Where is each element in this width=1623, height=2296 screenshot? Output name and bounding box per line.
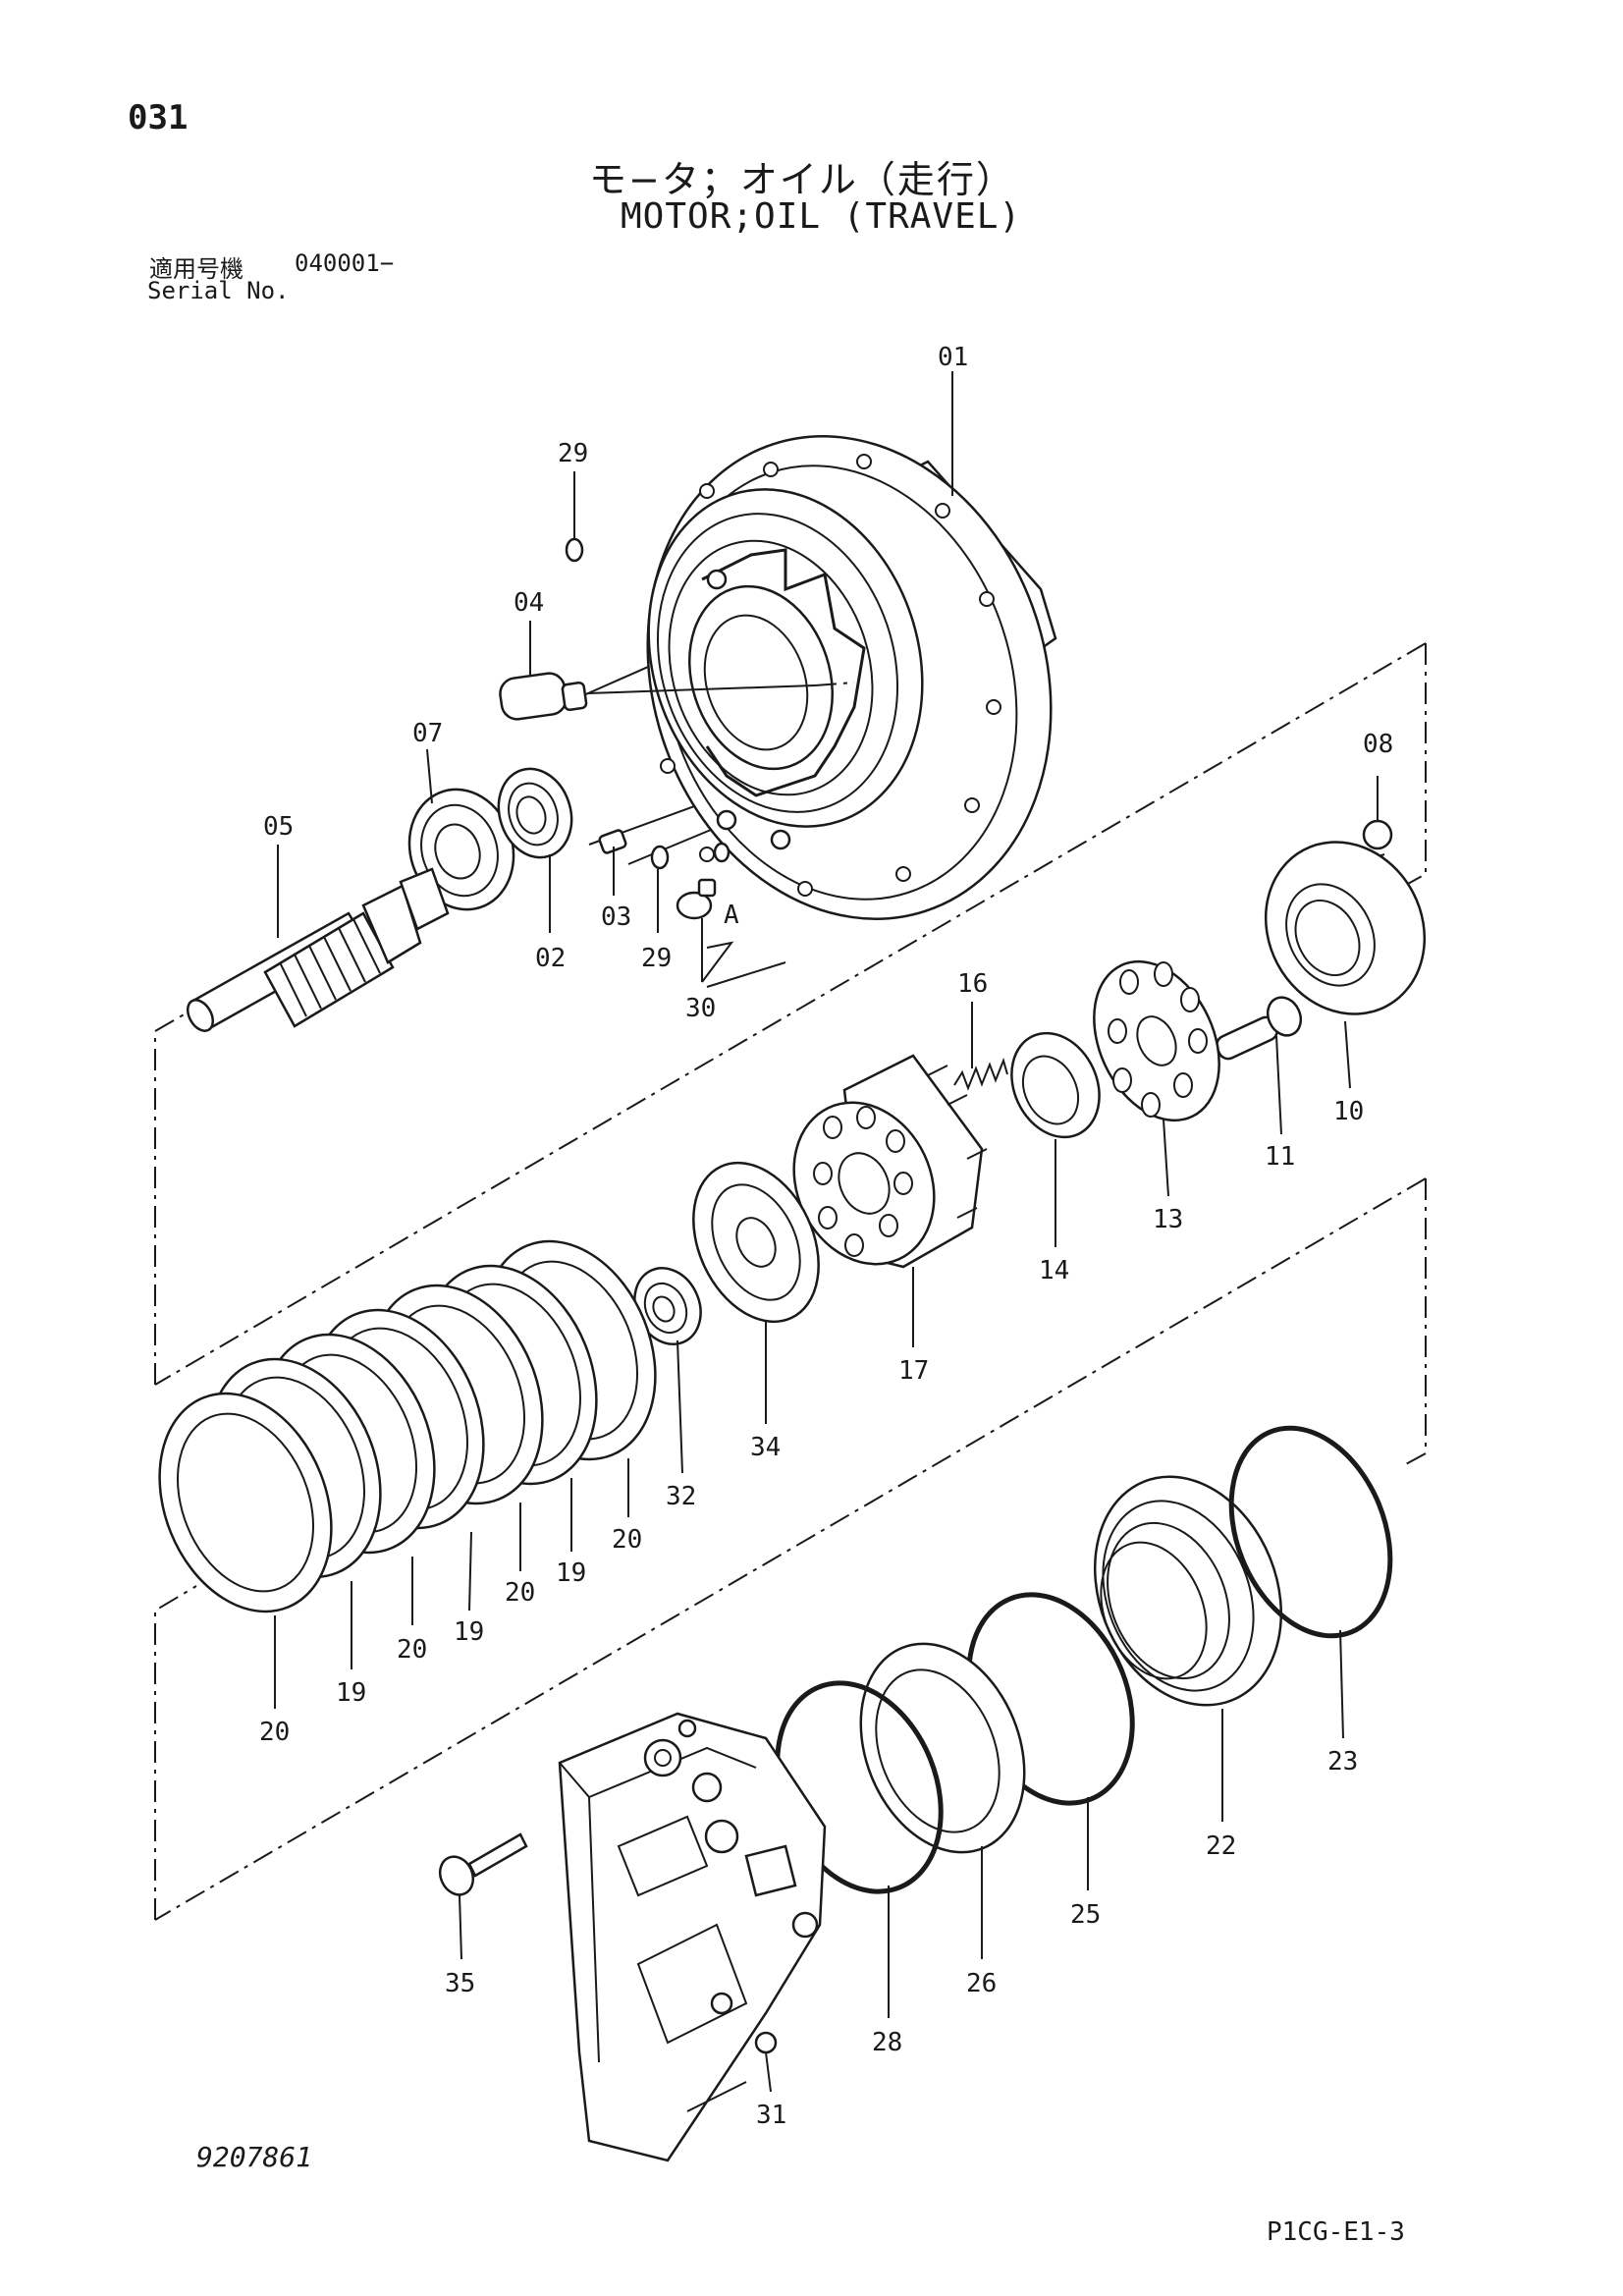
callout-22: 22 [1206, 1831, 1236, 1861]
callout-08: 08 [1363, 730, 1393, 759]
part-03-plug [598, 829, 627, 854]
document-number: 9207861 [196, 2141, 313, 2173]
part-04-pin [499, 672, 855, 721]
part-14-collar [1010, 1031, 1101, 1139]
callout-34: 34 [750, 1433, 781, 1462]
callout-32: 32 [666, 1482, 696, 1511]
callout-20-c: 20 [397, 1635, 427, 1665]
title-english: MOTOR;OIL (TRAVEL) [621, 196, 1022, 237]
part-26-plate [859, 1642, 1026, 1854]
callout-19-b: 19 [454, 1617, 484, 1647]
callout-10: 10 [1333, 1097, 1364, 1126]
callout-16: 16 [957, 969, 988, 999]
assembly-frame-lower [154, 1177, 1427, 1921]
page-number: 031 [128, 98, 189, 137]
callout-17: 17 [898, 1356, 929, 1386]
callout-23: 23 [1327, 1747, 1358, 1777]
callout-11: 11 [1265, 1142, 1295, 1172]
part-02-oil-seal [497, 767, 573, 859]
callout-marker-a: A [724, 901, 739, 930]
callout-35: 35 [445, 1969, 475, 1998]
callout-20-d: 20 [259, 1718, 290, 1747]
callout-20-b: 20 [505, 1578, 535, 1608]
part-08-ball [1362, 819, 1393, 850]
callout-20-a: 20 [612, 1525, 642, 1555]
callout-26: 26 [966, 1969, 997, 1998]
callout-19-c: 19 [336, 1678, 366, 1708]
part-17-cylinder-block [792, 1054, 988, 1269]
part-11-piston [1215, 996, 1303, 1061]
serial-label-japanese: 適用号機 [149, 255, 243, 283]
callout-02: 02 [535, 944, 566, 973]
part-16-spring [953, 1057, 1008, 1091]
part-35-bolt [438, 1832, 528, 1896]
part-20-plate-4 [158, 1392, 333, 1613]
callout-03: 03 [601, 902, 631, 932]
callout-13: 13 [1153, 1205, 1183, 1234]
callout-29-lower: 29 [641, 944, 672, 973]
callout-31: 31 [756, 2101, 786, 2130]
callout-29-upper: 29 [558, 439, 588, 468]
document-code: P1CG-E1-3 [1267, 2217, 1405, 2247]
part-34-valve-plate [692, 1161, 820, 1324]
part-10-swash-plate [1264, 841, 1427, 1015]
part-29-o-ring-upper [565, 537, 584, 563]
part-29-o-ring-lower [650, 845, 670, 870]
callout-14: 14 [1039, 1256, 1069, 1285]
callout-19-a: 19 [556, 1558, 586, 1588]
callout-labels: 01 29 04 07 08 05 03 A 29 02 30 16 10 11… [259, 343, 1393, 2130]
callout-28: 28 [872, 2028, 902, 2057]
part-05-drive-shaft [186, 867, 450, 1032]
callout-07: 07 [412, 719, 443, 748]
part-22-brake-piston [1093, 1475, 1283, 1707]
part-13-retainer-plate [1093, 959, 1220, 1122]
serial-number-value: 040001− [295, 249, 395, 277]
callout-01: 01 [938, 343, 968, 372]
title-japanese: モ−タ；オイル（走行） [589, 158, 1015, 201]
callout-30: 30 [685, 994, 716, 1023]
serial-label-english: Serial No. [147, 277, 290, 304]
part-01-motor-housing [646, 435, 1057, 920]
part-23-o-ring [1228, 1425, 1393, 1639]
callout-05: 05 [263, 812, 294, 842]
leader-lines [274, 371, 1379, 2093]
part-31-valve-cover [558, 1712, 827, 2162]
callout-04: 04 [514, 588, 544, 618]
part-30-plug [676, 842, 730, 920]
callout-25: 25 [1070, 1900, 1101, 1930]
